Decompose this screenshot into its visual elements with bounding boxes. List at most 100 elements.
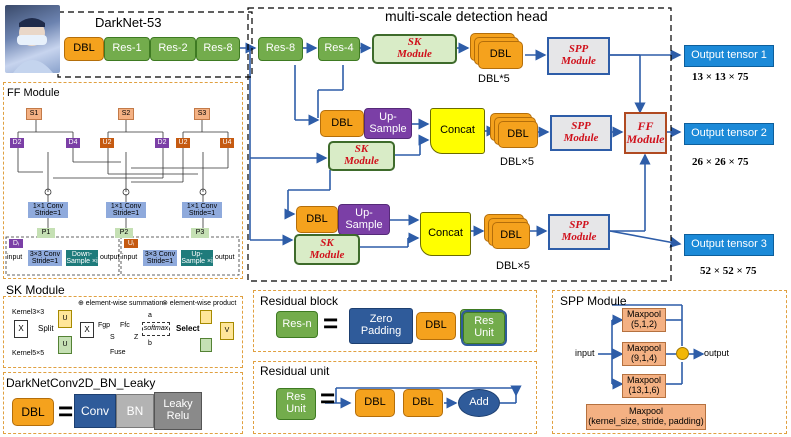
ff-legend-d-op: Down- Sample ×i xyxy=(66,250,98,266)
ff-module-diagram xyxy=(5,120,240,276)
ff-legend-d-tag: Dᵢ xyxy=(9,239,23,248)
sk-b-label: b xyxy=(148,340,152,347)
output-tensor-3: Output tensor 3 xyxy=(684,234,774,256)
dbl-mid: DBL xyxy=(498,121,538,148)
sk-kernel5: Kernel5×5 xyxy=(12,350,45,357)
dbl-bottom: DBL xyxy=(492,222,530,249)
spp-module-title: SPP Module xyxy=(560,294,627,308)
ff-s2: S2 xyxy=(118,108,134,120)
sk-legend-prod: ⊗ element-wise product xyxy=(162,300,237,307)
sk-v-box: V xyxy=(220,322,234,340)
ff-conv-1: 1×1 Conv Stride=1 xyxy=(28,202,68,218)
sk-u-upper: U xyxy=(58,310,72,328)
ff-p1: P1 xyxy=(37,228,55,238)
dbl-top: DBL xyxy=(478,41,523,69)
output-tensor-1: Output tensor 1 xyxy=(684,45,774,67)
sk-softmax: softmax xyxy=(142,322,170,336)
spp-module-panel xyxy=(552,290,787,434)
dbl-bottom-left: DBL xyxy=(296,206,338,233)
residual-block-title: Residual block xyxy=(260,294,339,308)
backbone-res8: Res-8 xyxy=(196,37,240,61)
residual-unit-equals: = xyxy=(320,383,336,413)
darknetconv-panel xyxy=(3,372,243,434)
dbl-repeat-bottom: DBL×5 xyxy=(496,260,530,272)
ff-p2: P2 xyxy=(115,228,133,238)
ff-legend-u-input: input xyxy=(122,254,138,261)
spp-module-bottom: SPP Module xyxy=(548,214,610,250)
sk-split-label: Split xyxy=(38,324,54,333)
ff-op-u4: U4 xyxy=(220,138,234,148)
doctor-photo xyxy=(5,5,60,73)
sk-fuse-label: Fuse xyxy=(110,349,126,356)
output-tensor-1-size: 13 × 13 × 75 xyxy=(692,71,749,83)
head-res4: Res-4 xyxy=(318,37,360,61)
concat-bottom: Concat xyxy=(420,212,471,256)
ff-s3: S3 xyxy=(194,108,210,120)
head-res8: Res-8 xyxy=(258,37,303,61)
darknetconv-equals: = xyxy=(58,396,74,426)
dbl-mid-left: DBL xyxy=(320,110,364,137)
ff-legend-u-tag: Uᵢ xyxy=(124,239,138,248)
sk-module-panel xyxy=(3,296,243,368)
sk-s-label: S xyxy=(110,334,115,341)
sk-z-label: Z xyxy=(134,334,139,341)
head-title: multi-scale detection head xyxy=(385,8,548,24)
sk-select-lower xyxy=(200,338,212,352)
residual-unit-dbl2: DBL xyxy=(403,389,443,417)
sk-legend-sum: ⊕ element-wise summation xyxy=(78,300,164,307)
residual-unit-add: Add xyxy=(458,389,500,417)
sk-module-top: SK Module xyxy=(372,34,457,64)
output-tensor-3-size: 52 × 52 × 75 xyxy=(700,265,757,277)
ff-op-d2-b: D2 xyxy=(155,138,169,148)
sk-fgp: Fgp xyxy=(98,322,111,329)
sk-module-title: SK Module xyxy=(6,283,65,297)
ff-conv-3: 1×1 Conv Stride=1 xyxy=(182,202,222,218)
backbone-title: DarkNet-53 xyxy=(95,15,162,30)
backbone-res1: Res-1 xyxy=(104,37,150,61)
sk-kernel3: Kernel3×3 xyxy=(12,309,45,316)
spp-concat-circle xyxy=(676,347,689,360)
residual-block-resn: Res-n xyxy=(276,311,318,338)
output-tensor-2-size: 26 × 26 × 75 xyxy=(692,156,749,168)
ff-module-title: FF Module xyxy=(7,87,60,99)
residual-block-panel xyxy=(253,290,537,352)
backbone-res2: Res-2 xyxy=(150,37,196,61)
spp-maxpool-13: Maxpool (13,1,6) xyxy=(622,374,666,398)
sk-select-upper xyxy=(200,310,212,324)
residual-unit-panel xyxy=(253,361,537,434)
sk-select-label: Select xyxy=(176,324,200,333)
output-tensor-2: Output tensor 2 xyxy=(684,123,774,145)
ff-module-panel xyxy=(3,82,243,279)
ff-legend-d-input: input xyxy=(7,254,23,261)
residual-block-resunit: Res Unit xyxy=(461,310,507,346)
ff-op-d2-a: D2 xyxy=(10,138,24,148)
spp-output-label: output xyxy=(704,348,730,358)
darknetconv-leaky: Leaky Relu xyxy=(154,392,202,430)
ff-op-u2-b: U2 xyxy=(176,138,190,148)
residual-unit-title: Residual unit xyxy=(260,364,330,378)
dbl-repeat-mid: DBL×5 xyxy=(500,156,534,168)
residual-unit-dbl1: DBL xyxy=(355,389,395,417)
darknetconv-bn: BN xyxy=(116,394,154,428)
person-with-mask-icon xyxy=(13,18,53,73)
ff-legend-d-output: output xyxy=(100,254,120,261)
spp-maxpool-5: Maxpool (5,1,2) xyxy=(622,308,666,332)
darknetconv-dbl: DBL xyxy=(12,398,54,426)
ff-legend-d-conv: 3×3 Conv Stride=1 xyxy=(28,250,62,266)
residual-block-zero-padding: Zero Padding xyxy=(349,308,413,344)
ff-p3: P3 xyxy=(191,228,209,238)
ff-legend-u-op: Up- Sample ×i xyxy=(181,250,213,266)
ff-module-box: FF Module xyxy=(624,112,667,154)
backbone-dbl: DBL xyxy=(64,37,104,61)
sk-module-bottom: SK Module xyxy=(294,234,360,265)
spp-maxpool-9: Maxpool (9,1,4) xyxy=(622,342,666,366)
sk-ffc: Ffc xyxy=(120,322,130,329)
spp-input-label: input xyxy=(575,348,595,358)
ff-legend-u-output: output xyxy=(215,254,235,261)
ff-legend-u-conv: 3×3 Conv Stride=1 xyxy=(143,250,177,266)
sk-x-fuse: X xyxy=(80,322,94,338)
upsample-bottom: Up- Sample xyxy=(338,204,390,235)
residual-block-dbl: DBL xyxy=(416,312,456,340)
spp-module-mid: SPP Module xyxy=(550,115,612,151)
ff-op-u2-a: U2 xyxy=(100,138,114,148)
